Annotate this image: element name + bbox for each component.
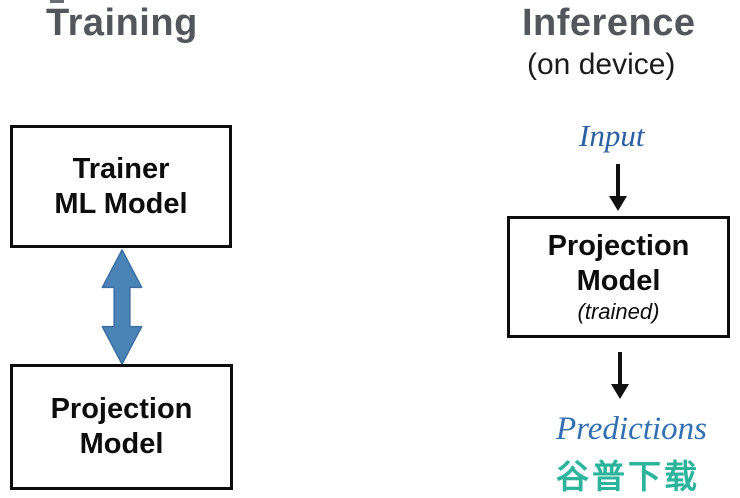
up-down-arrow-icon <box>100 249 144 370</box>
trainer-box-line1: Trainer <box>72 152 170 185</box>
watermark-text: 谷普下载 <box>556 458 700 495</box>
training-section-title: Training <box>46 2 198 44</box>
inference-box-trained-note: (trained) <box>577 299 660 324</box>
projection-box-line2: Model <box>79 428 164 460</box>
projection-model-box-training: Projection Model <box>10 364 233 490</box>
trainer-box-line2: ML Model <box>54 187 188 220</box>
inference-box-line1: Projection <box>547 230 690 262</box>
down-arrow-icon <box>610 352 630 405</box>
trainer-ml-model-box: Trainer ML Model <box>10 125 232 248</box>
input-label: Input <box>579 118 645 153</box>
inference-box-line2: Model <box>576 265 661 297</box>
predictions-label: Predictions <box>556 411 707 447</box>
down-arrow-icon <box>608 164 628 217</box>
inference-section-title: Inference <box>522 2 696 44</box>
cropped-text-artifact <box>50 0 64 3</box>
inference-section-subtitle: (on device) <box>527 48 676 81</box>
projection-model-box-inference: Projection Model (trained) <box>507 216 730 338</box>
projection-box-line1: Projection <box>50 393 193 425</box>
